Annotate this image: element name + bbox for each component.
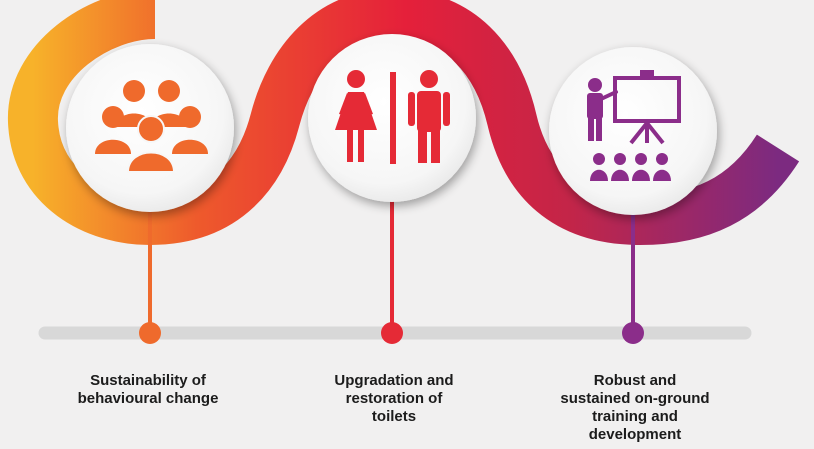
step-1-caption: Sustainability of behavioural change bbox=[38, 372, 258, 408]
caption-line: Upgradation and bbox=[334, 372, 454, 389]
caption-line: Sustainability of bbox=[90, 372, 206, 389]
caption-line: restoration of bbox=[345, 390, 443, 407]
timeline-dot-3 bbox=[622, 322, 644, 344]
caption-line: sustained on-ground bbox=[560, 390, 710, 407]
caption-line: toilets bbox=[371, 408, 417, 425]
caption-line: training and bbox=[592, 408, 678, 425]
people-group-icon bbox=[95, 80, 208, 173]
step-2-caption: Upgradation and restoration of toilets bbox=[284, 372, 504, 426]
restroom-icon bbox=[335, 70, 450, 164]
caption-line: behavioural change bbox=[77, 390, 219, 407]
timeline-dot-2 bbox=[381, 322, 403, 344]
caption-line: Robust and bbox=[593, 372, 677, 389]
ribbon-band bbox=[8, 0, 800, 246]
presentation-training-icon bbox=[587, 70, 681, 181]
step-3-disc bbox=[549, 47, 717, 215]
caption-line: development bbox=[588, 426, 682, 443]
timeline-dot-1 bbox=[139, 322, 161, 344]
step-3-caption: Robust and sustained on-ground training … bbox=[520, 372, 750, 444]
